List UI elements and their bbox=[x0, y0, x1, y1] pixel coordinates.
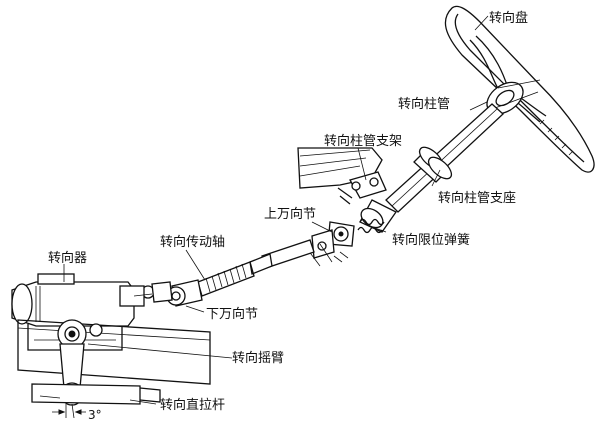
label-steering-column: 转向柱管 bbox=[398, 96, 450, 112]
label-drag-link: 转向直拉杆 bbox=[160, 397, 225, 413]
label-steering-gear: 转向器 bbox=[48, 250, 87, 266]
label-lower-u-joint: 下万向节 bbox=[206, 306, 258, 322]
column-bracket bbox=[337, 171, 387, 205]
steering-column-tube bbox=[385, 103, 504, 213]
lower-universal-joint bbox=[141, 279, 203, 307]
label-pitman-arm: 转向摇臂 bbox=[232, 350, 284, 366]
label-limit-spring: 转向限位弹簧 bbox=[392, 232, 470, 248]
label-column-mount: 转向柱管支座 bbox=[438, 190, 516, 206]
label-angle: 3° bbox=[88, 408, 102, 422]
steering-wheel bbox=[444, 5, 595, 173]
frame-rail bbox=[17, 319, 211, 385]
limit-spring bbox=[357, 218, 385, 234]
angle-marker bbox=[52, 403, 86, 419]
steering-gear-box bbox=[11, 273, 153, 351]
leader-lines bbox=[63, 15, 489, 405]
label-column-bracket: 转向柱管支架 bbox=[324, 133, 402, 149]
drag-link bbox=[31, 383, 161, 405]
upper-universal-joint bbox=[307, 221, 355, 267]
label-upper-u-joint: 上万向节 bbox=[264, 206, 316, 222]
label-transmission-shaft: 转向传动轴 bbox=[160, 234, 225, 250]
dashboard-panel bbox=[297, 147, 387, 205]
label-steering-wheel: 转向盘 bbox=[489, 10, 528, 26]
